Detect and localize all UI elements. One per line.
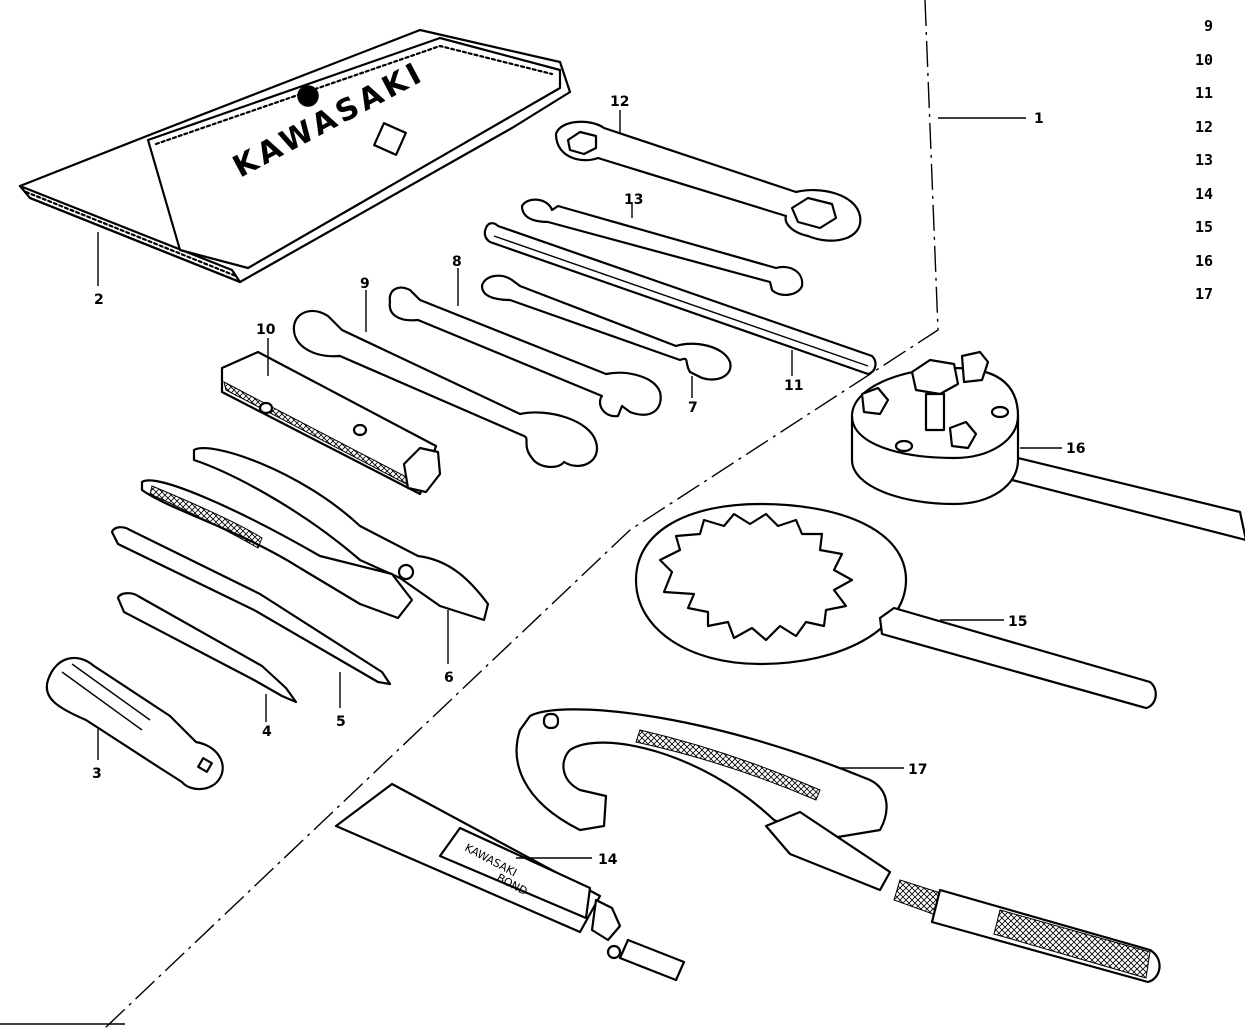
screwdriver-blade-4 bbox=[116, 592, 298, 704]
kawasaki-emblem-icon bbox=[373, 122, 407, 156]
callout-11: 11 bbox=[784, 378, 803, 394]
tool-bag: KAWASAKI bbox=[18, 28, 572, 284]
clutch-holder bbox=[634, 502, 1157, 710]
callout-17: 17 bbox=[908, 762, 927, 778]
callout-2: 2 bbox=[94, 292, 104, 308]
callout-14: 14 bbox=[598, 852, 618, 868]
legend-item: 15 bbox=[1194, 218, 1213, 236]
callout-8: 8 bbox=[452, 254, 462, 270]
legend-item: 10 bbox=[1194, 50, 1213, 69]
legend-item: 11 bbox=[1194, 84, 1213, 102]
callout-9: 9 bbox=[360, 276, 370, 292]
bag-snap-icon bbox=[297, 85, 319, 107]
tommy-bar-rod bbox=[483, 222, 877, 376]
group-boundary-lines bbox=[0, 0, 939, 1029]
spark-plug-spanner bbox=[220, 350, 442, 496]
open-end-wrench-9 bbox=[292, 309, 599, 468]
open-end-wrench-13 bbox=[520, 198, 804, 296]
leader-lines bbox=[97, 110, 1062, 859]
callout-7: 7 bbox=[688, 400, 698, 416]
open-end-wrench-7 bbox=[480, 274, 732, 381]
bond-tube: KAWASAKI BOND bbox=[334, 782, 686, 982]
callout-12: 12 bbox=[610, 94, 629, 110]
screwdriver-handle bbox=[45, 656, 224, 791]
callout-6: 6 bbox=[444, 670, 454, 686]
screwdriver-blade-5 bbox=[110, 526, 392, 686]
callout-3: 3 bbox=[92, 766, 102, 782]
callout-15: 15 bbox=[1008, 614, 1027, 630]
box-wrench bbox=[554, 120, 862, 242]
open-end-wrench-8 bbox=[388, 286, 662, 418]
legend-item: 12 bbox=[1194, 117, 1213, 136]
callout-4: 4 bbox=[262, 724, 272, 740]
callout-10: 10 bbox=[256, 322, 276, 338]
callout-13: 13 bbox=[624, 192, 643, 208]
legend-item: 16 bbox=[1194, 251, 1213, 270]
pliers bbox=[140, 447, 490, 622]
callout-labels: 1 2 3 4 5 6 7 8 9 10 11 12 13 14 15 16 1… bbox=[92, 94, 1085, 868]
legend-item: 13 bbox=[1194, 151, 1213, 169]
callout-1: 1 bbox=[1034, 111, 1044, 127]
legend-item: 17 bbox=[1194, 285, 1213, 303]
c-clamp-tool bbox=[515, 708, 1161, 984]
part-number-column: 9 10 11 12 13 14 15 16 17 bbox=[1173, 14, 1213, 316]
flywheel-puller bbox=[850, 350, 1245, 541]
legend-item: 9 bbox=[1203, 17, 1213, 35]
callout-5: 5 bbox=[336, 714, 346, 730]
legend-item: 14 bbox=[1194, 184, 1213, 203]
callout-16: 16 bbox=[1066, 441, 1085, 457]
